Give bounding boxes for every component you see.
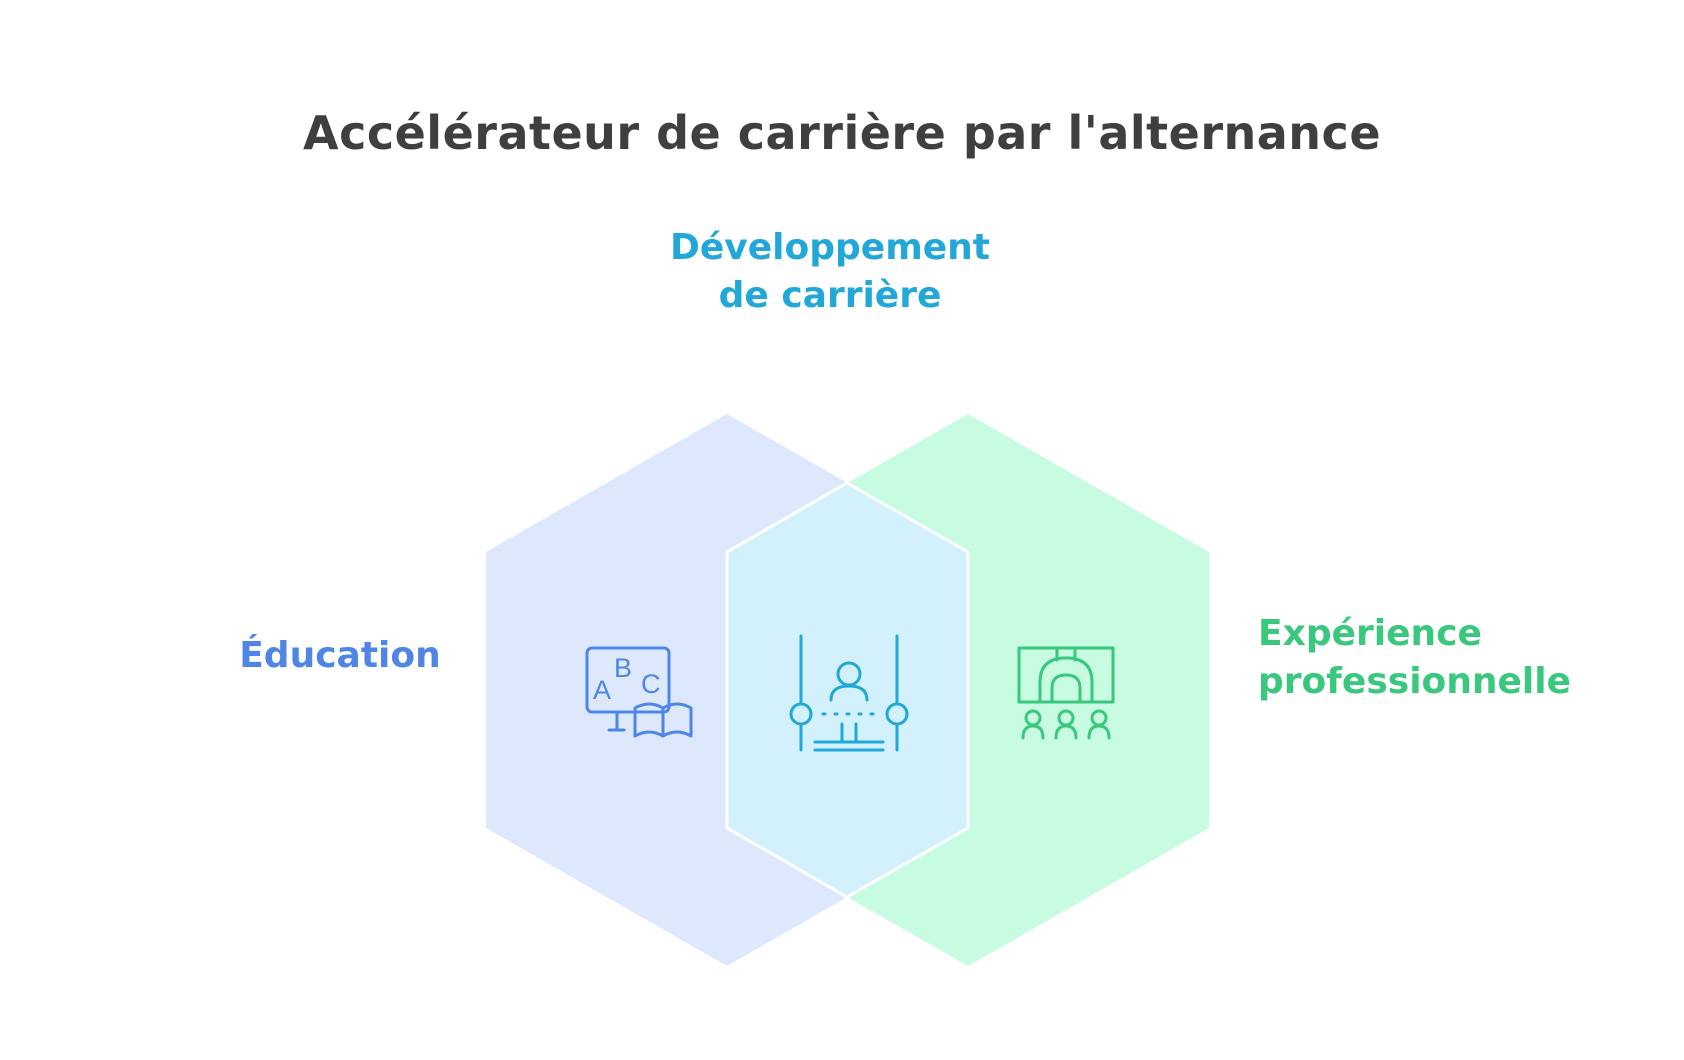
classroom-audience-icon	[1017, 646, 1115, 740]
label-professional-experience-line1: Expérience	[1258, 613, 1482, 654]
abc-letter-b: B	[614, 653, 632, 683]
hexagon-intersection	[725, 481, 970, 899]
label-education: Éducation	[239, 635, 441, 676]
label-career-development-line1: Développement	[670, 227, 990, 268]
label-career-development-line2: de carrière	[718, 275, 942, 316]
abc-letter-a: A	[593, 675, 611, 705]
abc-book-icon: A B C	[585, 646, 693, 738]
label-career-development: Développement de carrière	[560, 224, 1100, 320]
person-on-swing-icon	[789, 634, 909, 752]
label-professional-experience-line2: professionnelle	[1258, 661, 1572, 702]
label-professional-experience: Expérience professionnelle	[1258, 610, 1618, 706]
abc-letter-c: C	[641, 669, 661, 699]
page-title: Accélérateur de carrière par l'alternanc…	[302, 106, 1382, 160]
